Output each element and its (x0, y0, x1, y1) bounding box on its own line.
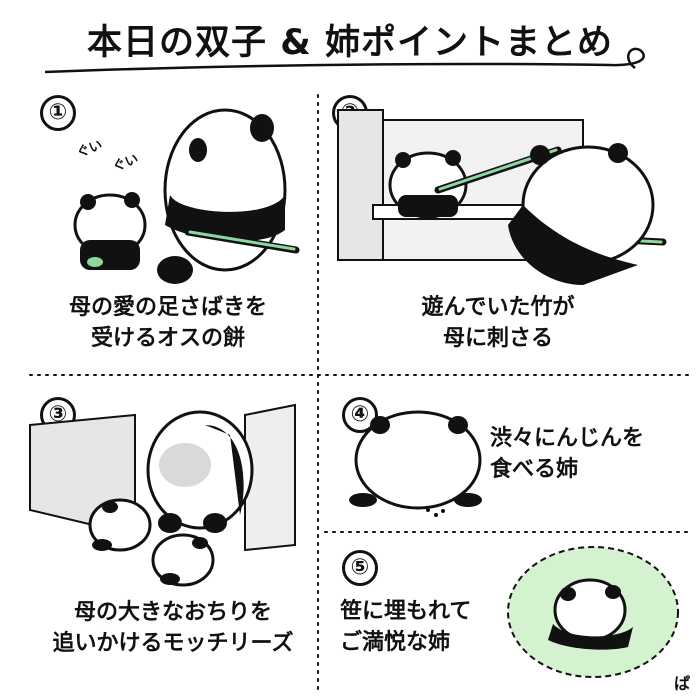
panel-caption: 母の愛の足さばきを 受けるオスの餅 (68, 295, 267, 351)
panel-3: ③ 母の大きなおちりを 追いかけるモッチリーズ (0, 375, 318, 700)
panda-illustration (349, 410, 482, 517)
panel-caption: 母の大きなおちりを 追いかけるモッチリーズ (52, 600, 294, 656)
panel-caption: 遊んでいた竹が 母に刺さる (421, 295, 575, 351)
panda-illustration (337, 109, 667, 285)
panel-caption: 渋々にんじんを 食べる姉 (490, 426, 645, 482)
panda-illustration (29, 403, 296, 587)
panel-caption: 笹に埋もれて ご満悦な姉 (340, 599, 472, 655)
panel-2: ② チク チク 遊んでいた竹が 母に刺さる (318, 0, 700, 375)
panda-illustration (507, 546, 679, 678)
page-title: 本日の双子 & 姉ポイントまとめ (87, 23, 613, 63)
panel-number: ⑤ (342, 550, 378, 586)
panel-number: ① (40, 95, 76, 131)
panel-4: ④ 渋々にんじんを 食べる姉 (318, 375, 700, 532)
panel-5: ⑤ 笹に埋もれて ご満悦な姉 (318, 532, 700, 700)
panda-illustration (73, 108, 300, 284)
title-underline (44, 47, 645, 74)
artist-signature: ぱ (673, 674, 690, 693)
panel-1: ① ぐい ぐい 母の愛の足さばきを 受けるオスの餅 (0, 0, 318, 375)
